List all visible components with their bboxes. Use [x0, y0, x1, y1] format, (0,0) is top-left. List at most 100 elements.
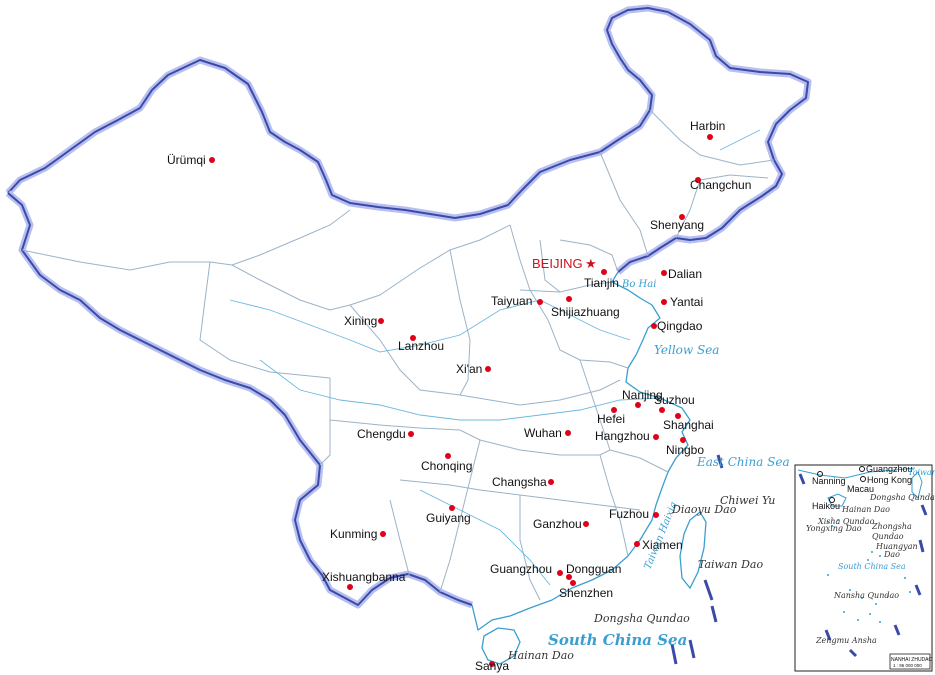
inset-island-dots [827, 519, 911, 623]
city-marker-urumqi[interactable]: Ürümqi [167, 153, 215, 167]
city-label-kunming: Kunming [330, 527, 377, 541]
city-marker-taiyuan[interactable]: Taiyuan [491, 294, 543, 308]
city-label-hefei: Hefei [597, 412, 625, 426]
taiwan-island [679, 511, 707, 590]
island-label-chiwei-yu: Chiwei Yu [720, 494, 775, 507]
city-marker-harbin[interactable]: Harbin [690, 119, 725, 140]
city-label-guiyang: Guiyang [426, 511, 471, 525]
city-dot-xishuangbanna [347, 584, 353, 590]
city-dot-dongguan [566, 574, 572, 580]
city-label-fuzhou: Fuzhou [609, 507, 649, 521]
city-dot-urumqi [209, 157, 215, 163]
city-markers: Ürümqi HarbinChangchunShenyangDalianTianj… [167, 119, 751, 673]
inset-taiwan [911, 471, 923, 499]
city-marker-xian[interactable]: Xi'an [456, 362, 491, 376]
national-border [5, 4, 812, 609]
inset-scale-box: NANHAI ZHUDAO 1 : 96 000 000 [889, 653, 933, 670]
inset-label-taiwan-dao: Taiwan Dao [908, 468, 935, 477]
inset-label-huangyan-1: Huangyan [875, 542, 918, 551]
city-dot-guangzhou [557, 570, 563, 576]
inset-hong-kong-marker [860, 476, 866, 482]
city-label-hangzhou: Hangzhou [595, 429, 650, 443]
inset-label-zengmu-ansha: Zengmu Ansha [815, 636, 877, 645]
sea-label-east-china-sea: East China Sea [696, 455, 790, 469]
city-marker-lanzhou[interactable]: Lanzhou [398, 335, 444, 353]
inset-label-yongxing-dao: Yongxing Dao [806, 524, 862, 533]
city-marker-dongguan[interactable]: Dongguan [566, 562, 621, 580]
city-dot-taiyuan [537, 299, 543, 305]
city-marker-guiyang[interactable]: Guiyang [426, 505, 471, 525]
hainan-island [481, 627, 521, 665]
city-marker-ganzhou[interactable]: Ganzhou [533, 517, 589, 531]
island-label-hainan-dao: Hainan Dao [507, 649, 574, 662]
sea-label-bo-hai: Bo Hai [621, 279, 656, 290]
city-marker-wuhan[interactable]: Wuhan [524, 426, 571, 440]
city-dot-hangzhou [653, 434, 659, 440]
inset-map: Guangzhou Nanning Hong Kong Macau Haikou… [794, 464, 935, 672]
city-marker-chongqing[interactable]: Chonqing [421, 453, 472, 473]
city-label-chengdu: Chengdu [357, 427, 406, 441]
inset-labels: Taiwan Dao Dongsha Qundao Hainan Dao Xis… [806, 468, 935, 645]
city-dot-yantai [661, 299, 667, 305]
city-dot-qingdao [651, 323, 657, 329]
city-dot-shenzhen [570, 580, 576, 586]
province-boundaries [21, 109, 775, 601]
city-label-yantai: Yantai [670, 295, 703, 309]
city-marker-nanjing[interactable]: Nanjing [622, 388, 663, 408]
city-label-chongqing: Chonqing [421, 459, 472, 473]
inset-label-zhongsha-2: Qundao [872, 532, 904, 541]
inset-scale-value: 1 : 96 000 000 [893, 663, 922, 668]
city-marker-shijiazhuang[interactable]: Shijiazhuang [551, 296, 620, 319]
city-marker-changsha[interactable]: Changsha [492, 475, 554, 489]
inset-label-guangzhou: Guangzhou [866, 464, 913, 474]
city-label-shenzhen: Shenzhen [559, 586, 613, 600]
city-dot-fuzhou [653, 512, 659, 518]
city-marker-sanya[interactable]: Sanya [475, 659, 509, 673]
city-label-changsha: Changsha [492, 475, 547, 489]
city-dot-hefei [611, 407, 617, 413]
inset-guangzhou-marker [859, 466, 865, 472]
sea-label-yellow-sea: Yellow Sea [654, 343, 719, 357]
city-marker-shanghai[interactable]: Shanghai [663, 413, 714, 432]
city-label-dalian: Dalian [668, 267, 702, 281]
city-dot-shenyang [679, 214, 685, 220]
city-marker-suzhou[interactable]: Suzhou [654, 393, 695, 413]
city-dot-shanghai [675, 413, 681, 419]
city-marker-hefei[interactable]: Hefei [597, 407, 625, 426]
city-marker-hangzhou[interactable]: Hangzhou [595, 429, 659, 443]
city-marker-dalian[interactable]: Dalian [661, 267, 702, 281]
city-label-ganzhou: Ganzhou [533, 517, 582, 531]
city-marker-xining[interactable]: Xining [344, 314, 384, 328]
city-marker-yantai[interactable]: Yantai [661, 295, 703, 309]
city-label-sanya: Sanya [475, 659, 509, 673]
city-marker-ningbo[interactable]: Ningbo [666, 437, 704, 457]
city-label-harbin: Harbin [690, 119, 725, 133]
city-label-changchun: Changchun [690, 178, 751, 192]
city-marker-kunming[interactable]: Kunming [330, 527, 386, 541]
capital-marker[interactable]: BEIJING ★ [532, 256, 597, 271]
city-marker-guangzhou[interactable]: Guangzhou [490, 562, 563, 576]
city-marker-tianjin[interactable]: Tianjin [584, 269, 619, 290]
city-label-tianjin: Tianjin [584, 276, 619, 290]
inset-label-hong-kong: Hong Kong [867, 475, 912, 485]
city-label-shenyang: Shenyang [650, 218, 704, 232]
inset-city-markers: Guangzhou Nanning Hong Kong Macau Haikou [812, 464, 913, 511]
city-marker-xishuangbanna[interactable]: Xishuangbanna [322, 570, 406, 590]
city-marker-shenyang[interactable]: Shenyang [650, 214, 704, 232]
city-dot-harbin [707, 134, 713, 140]
island-label-taiwan-dao: Taiwan Dao [698, 558, 763, 571]
inset-label-macau: Macau [847, 484, 874, 494]
city-label-xishuangbanna: Xishuangbanna [322, 570, 406, 584]
city-dot-xining [378, 318, 384, 324]
city-marker-fuzhou[interactable]: Fuzhou [609, 507, 659, 521]
capital-label: BEIJING [532, 256, 583, 271]
city-dot-kunming [380, 531, 386, 537]
city-marker-chengdu[interactable]: Chengdu [357, 427, 414, 441]
city-marker-shenzhen[interactable]: Shenzhen [559, 580, 613, 600]
city-marker-xiamen[interactable]: Xiamen [634, 538, 683, 552]
city-dot-tianjin [601, 269, 607, 275]
inset-label-south-china-sea: South China Sea [838, 562, 906, 571]
city-marker-changchun[interactable]: Changchun [690, 177, 751, 192]
city-label-guangzhou: Guangzhou [490, 562, 552, 576]
city-marker-qingdao[interactable]: Qingdao [651, 319, 703, 333]
